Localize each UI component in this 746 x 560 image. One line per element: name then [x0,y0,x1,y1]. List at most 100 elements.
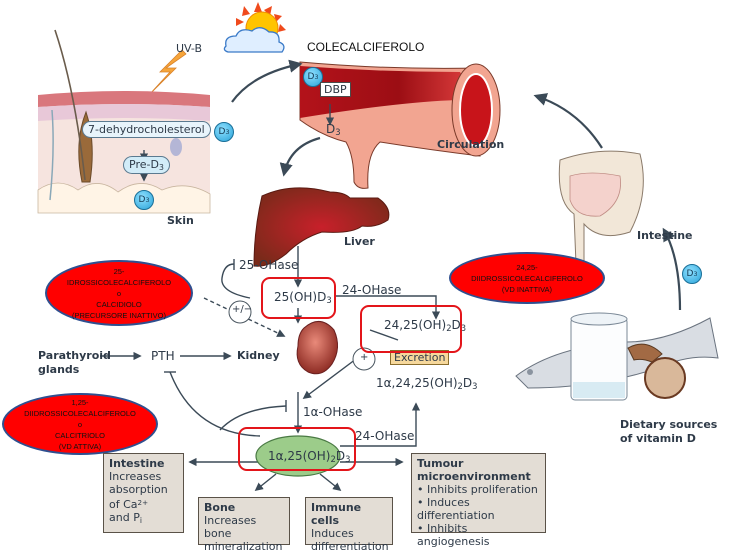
enzyme-24-ohase-upper: 24-OHase [342,283,402,297]
annotation-line: CALCITRIOLO [54,430,105,440]
effect-line: Increases [109,470,162,483]
formula-text: D [335,449,346,463]
annotation-calcidiolo: 25- IDROSSICOLECALCIFEROLO o CALCIDIOLO … [45,260,193,326]
p-subscript: i [139,516,142,526]
effect-box-bone: Bone Increases bone mineralization [198,497,290,553]
d3-sub: 3 [335,127,341,138]
formula-sub: 3 [460,323,467,334]
effect-title: Tumour [417,457,464,470]
dbp-box: DBP [320,82,351,97]
d3-text: D [686,269,694,279]
formula-text: D [462,376,473,390]
formula-text: 25(OH)D [274,290,327,304]
annotation-line: CALCIDIOLO [96,299,142,309]
kidney-label: Kidney [237,349,280,362]
d3-text: D [218,127,226,137]
annotation-line: DIIDROSSICOLECALCIFEROLO [24,408,136,418]
enzyme-25-ohase: 25-OHase [239,258,299,272]
annotation-line: o [77,419,83,429]
effect-title: Immune cells [311,501,362,527]
pth-label: PTH [151,349,175,363]
highlight-box-2425 [360,305,462,353]
metabolic-arrows [100,104,441,492]
effect-line: absorption [109,483,168,496]
parathyroid-line: glands [38,363,80,376]
formula-sub: 3 [345,454,351,465]
effect-line: Induces [311,527,354,540]
liver-label: Liver [344,235,375,248]
formula-text: D [451,318,461,332]
formula-sub: 3 [472,381,478,392]
colecalciferolo-label: COLECALCIFEROLO [307,40,425,54]
effect-bullet: • Inhibits proliferation [417,483,538,496]
effect-line: mineralization [204,540,283,553]
dehydrocholesterol-pill: 7-dehydrocholesterol [82,121,211,138]
skin-illustration [37,29,211,214]
excretion-badge: Excretion [390,350,450,365]
uvb-label: UV-B [176,42,203,55]
annotation-line: DIIDROSSICOLECALCIFEROLO [471,273,583,283]
annotation-inactive-2425: 24,25- DIIDROSSICOLECALCIFEROLO (VD INAT… [449,252,605,304]
feedback-plus-minus-circle [228,300,252,324]
annotation-line: 1,25- [71,397,89,407]
dietary-sources-illustration [515,312,719,401]
effect-title: Bone [204,501,236,514]
intestine-illustration [558,150,644,265]
d3-sub: 3 [693,270,698,278]
inactive-2425-formula: 24,25(OH)2D3 [384,318,466,333]
dietary-line: Dietary sources [620,418,718,431]
kidney-illustration [296,321,338,375]
calcidiol-formula: 25(OH)D3 [274,290,332,305]
effect-bullet: • Inhibits angiogenesis [417,522,490,548]
effect-line: differentiation [311,540,389,553]
formula-text: 1α,25(OH) [268,449,331,463]
metabolite-formula: 1α,24,25(OH)2D3 [376,376,477,391]
calcitriol-ellipse [255,435,341,477]
effect-line-ca: of Ca2+ [109,496,178,511]
annotation-calcitriolo: 1,25- DIIDROSSICOLECALCIFEROLO o CALCITR… [2,393,158,455]
skin-label: Skin [167,214,194,227]
ca-superscript: 2+ [137,498,149,507]
parathyroid-line: Parathyroid [38,349,111,362]
annotation-line: 24,25- [516,262,538,272]
calcitriol-formula: 1α,25(OH)2D3 [268,449,350,464]
formula-text: 1α,24,25(OH) [376,376,458,390]
uvb-bolt-icon [147,49,187,97]
effect-title: microenvironment [417,470,531,483]
annotation-line: (VD ATTIVA) [58,441,102,451]
sun-cloud-icon [223,2,286,53]
d3-sub: 3 [145,196,150,204]
pre-d3-text: Pre-D [129,158,159,171]
formula-sub: 2 [446,323,452,334]
effect-bullet: • Induces differentiation [417,496,495,522]
liver-illustration [253,187,390,267]
pre-d3-pill: Pre-D3 [123,156,170,174]
d3-text: D [138,195,146,205]
d3-text: D [307,72,315,82]
annotation-line: (PRECURSORE INATTIVO) [71,310,167,320]
pre-d3-sub: 3 [158,162,164,172]
plus-sign-label: + [360,352,369,363]
effect-text: and P [109,511,140,525]
d3-free-label: D3 [326,122,341,137]
effect-text: of Ca [109,498,138,512]
effect-title: Intestine [109,457,165,470]
feedback-plus-minus-label: +/− [232,304,253,315]
effect-box-immune: Immune cells Induces differentiation [305,497,393,553]
effect-box-intestine: Intestine Increases absorption of Ca2+ a… [103,453,184,533]
enzyme-24-ohase-lower: 24-OHase [355,429,415,443]
formula-text: 24,25(OH) [384,318,447,332]
annotation-line: IDROSSICOLECALCIFEROLO [66,277,172,287]
d3-sub: 3 [314,73,319,81]
dietary-line: of vitamin D [620,432,696,445]
intestine-label: Intestine [637,229,693,242]
circulation-label: Circulation [437,138,505,151]
effect-line-p: and Pi [109,511,178,527]
